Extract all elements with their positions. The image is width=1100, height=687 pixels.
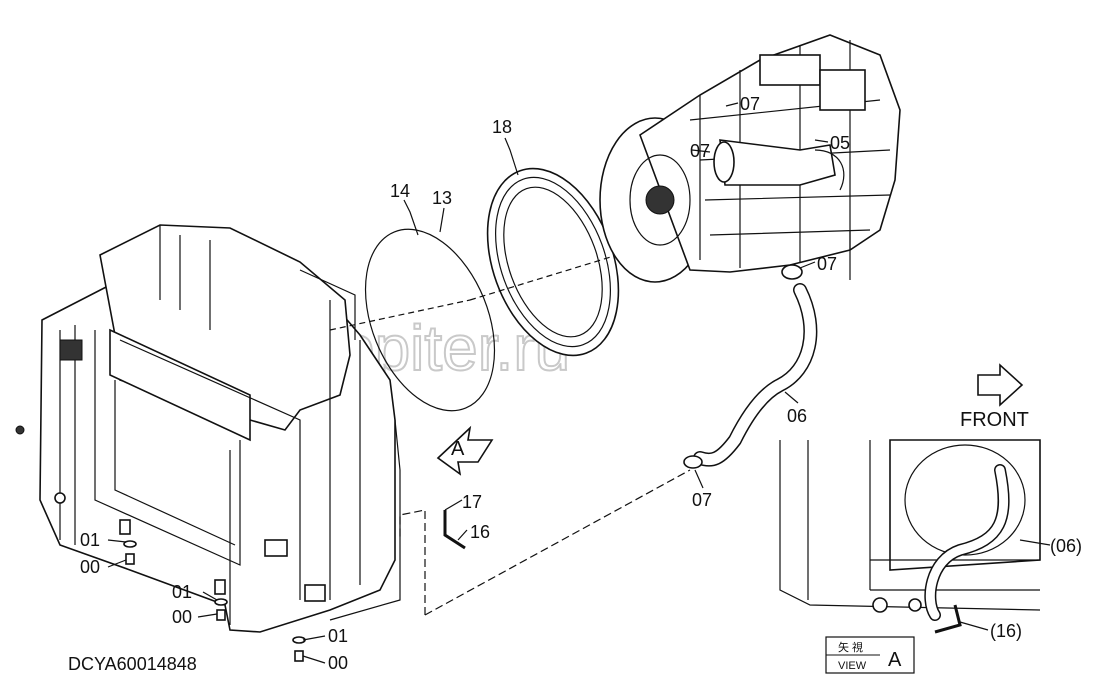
leader-lines xyxy=(107,102,1051,664)
grille-block xyxy=(59,339,83,361)
front-label: FRONT xyxy=(960,409,1029,431)
callout-05[interactable]: 05 xyxy=(830,133,850,153)
callout-00-left[interactable]: 00 xyxy=(80,557,100,577)
view-text: VIEW xyxy=(838,660,867,672)
callout-06-view[interactable]: (06) xyxy=(1050,536,1082,556)
callout-17[interactable]: 17 xyxy=(462,492,482,512)
engine-assembly xyxy=(599,34,901,283)
shroud-seal-18 xyxy=(486,167,620,357)
drain-tube-16 xyxy=(443,510,466,550)
fasteners xyxy=(123,540,306,662)
callout-07-top[interactable]: 07 xyxy=(740,94,760,114)
view-letter: A xyxy=(888,649,902,671)
callout-01-right[interactable]: 01 xyxy=(328,626,348,646)
front-arrow: FRONT xyxy=(960,363,1029,431)
callout-07-bottom[interactable]: 07 xyxy=(692,490,712,510)
callout-14[interactable]: 14 xyxy=(390,181,410,201)
callout-07-left[interactable]: 07 xyxy=(690,141,710,161)
view-marker-text: A xyxy=(451,438,465,460)
callout-13[interactable]: 13 xyxy=(432,188,452,208)
callout-16[interactable]: 16 xyxy=(470,522,490,542)
hose-clamp-07 xyxy=(683,455,703,469)
callout-00-mid[interactable]: 00 xyxy=(172,607,192,627)
view-kanji: 矢 視 xyxy=(838,640,863,654)
o-ring-14 xyxy=(364,228,496,412)
drawing-code: DCYA60014848 xyxy=(68,654,197,674)
view-a-detail xyxy=(779,439,1041,634)
callout-06[interactable]: 06 xyxy=(787,406,807,426)
callout-01-mid[interactable]: 01 xyxy=(172,582,192,602)
view-a-box: 矢 視 VIEW A xyxy=(825,636,915,674)
callout-16-view[interactable]: (16) xyxy=(990,621,1022,641)
view-a-arrow: A xyxy=(436,425,494,476)
radiator-frame xyxy=(15,224,401,633)
callout-01-left[interactable]: 01 xyxy=(80,530,100,550)
callout-18[interactable]: 18 xyxy=(492,117,512,137)
callout-07-right[interactable]: 07 xyxy=(817,254,837,274)
callout-00-right[interactable]: 00 xyxy=(328,653,348,673)
